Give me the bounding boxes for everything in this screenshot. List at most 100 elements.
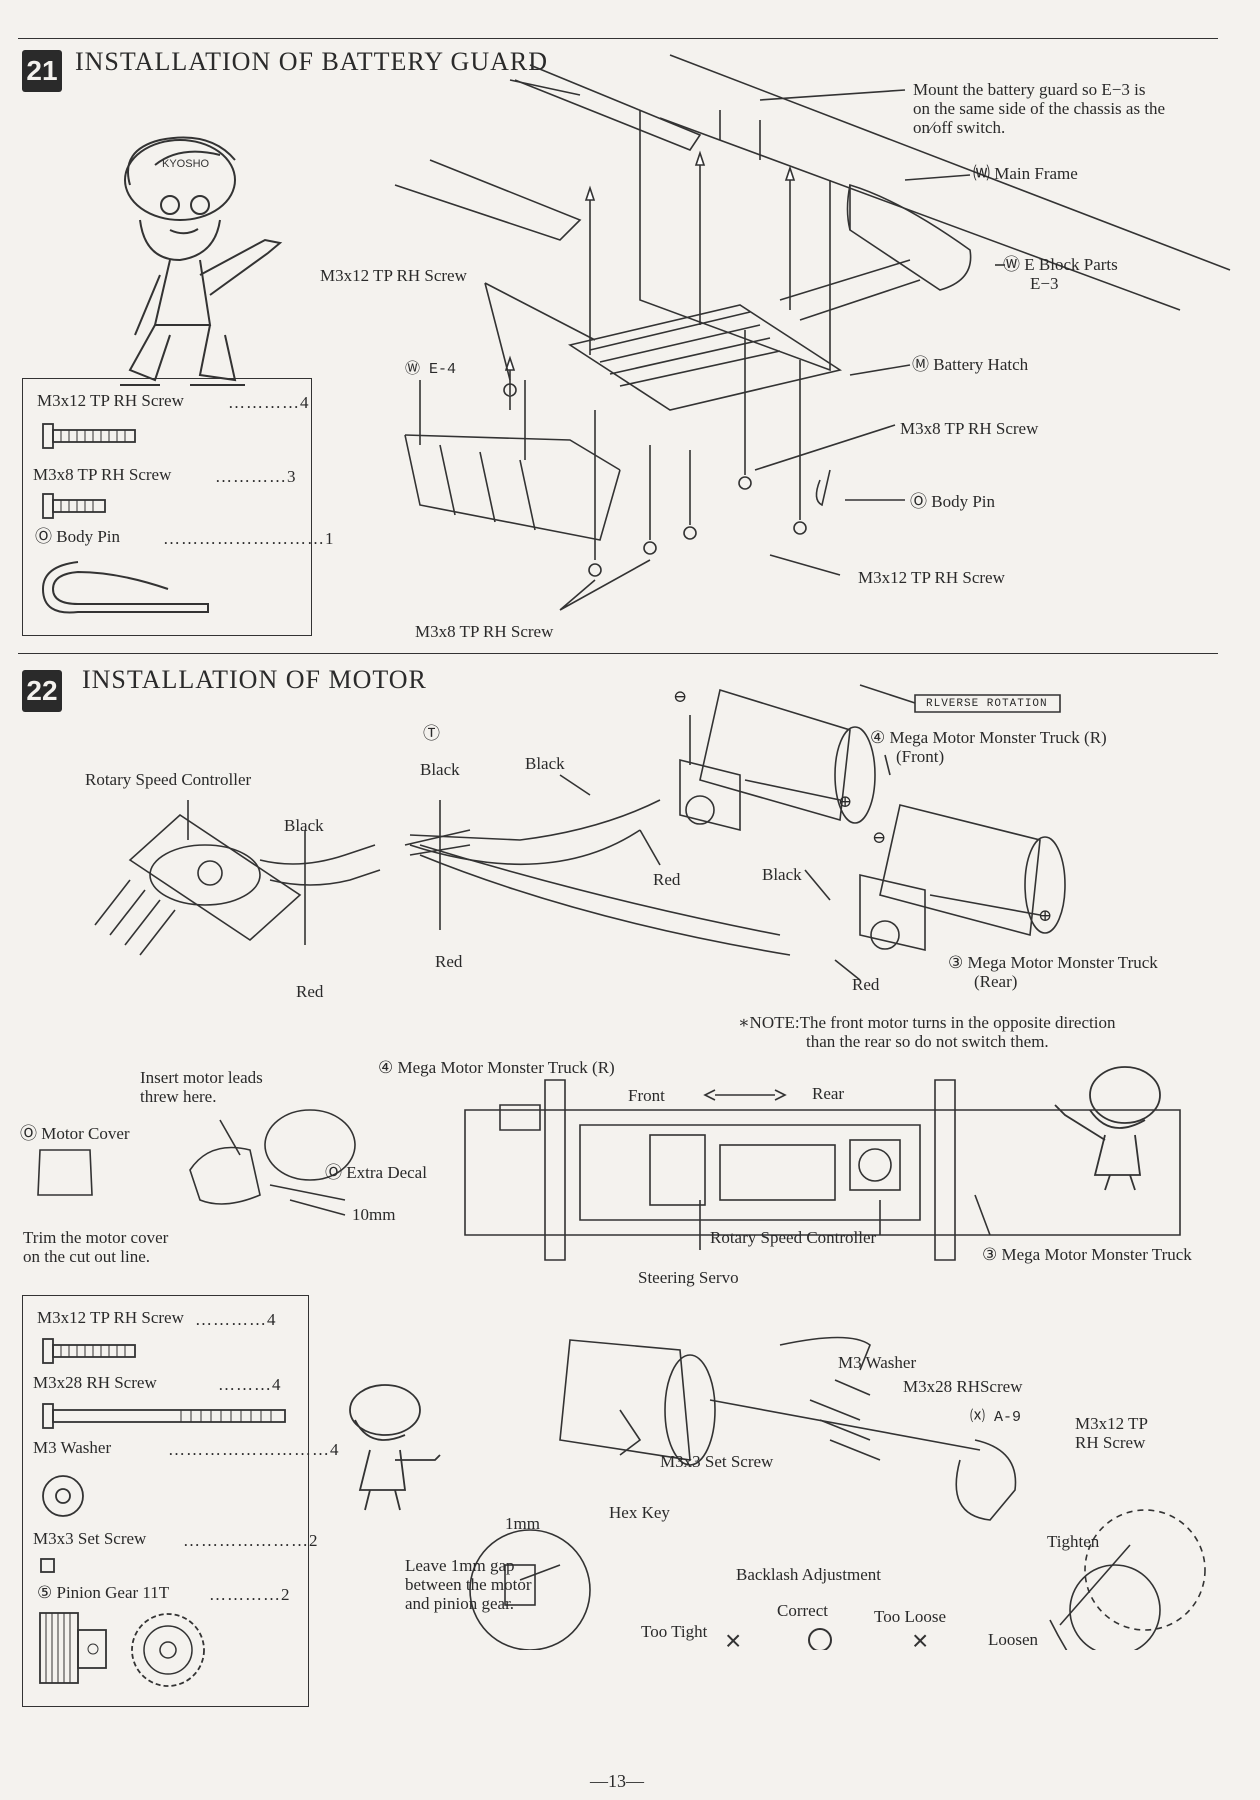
part-qty: …………4 bbox=[195, 1310, 277, 1329]
insert-leads-label: Insert motor leads threw here. bbox=[140, 1068, 263, 1106]
ten-mm-label: 10mm bbox=[352, 1205, 396, 1224]
battery-guard-assembly-diagram bbox=[394, 54, 1231, 611]
part-qty-value: 4 bbox=[272, 1375, 282, 1394]
mascot-small-illustration bbox=[349, 1384, 441, 1511]
leave-gap-line: and pinion gear. bbox=[405, 1594, 515, 1613]
part-name: M3 Washer bbox=[33, 1438, 112, 1457]
part-name: M3x12 TP RH Screw bbox=[37, 391, 184, 410]
leave-gap-line: between the motor bbox=[405, 1575, 532, 1594]
front-motor-line: (Front) bbox=[896, 747, 945, 766]
mount-note-line: on∕off switch. bbox=[913, 118, 1006, 137]
one-mm-label: 1mm bbox=[505, 1514, 540, 1533]
extra-decal-label: Ⓞ Extra Decal bbox=[325, 1163, 427, 1182]
part-qty-value: 1 bbox=[325, 529, 335, 548]
m3x12-screw-top-label: M3x12 TP RH Screw bbox=[320, 266, 467, 285]
e-block-line: E−3 bbox=[1030, 274, 1059, 293]
part-qty-value: 2 bbox=[281, 1585, 291, 1604]
plus-symbol-front: ⊕ bbox=[838, 792, 853, 811]
svg-text:KYOSHO: KYOSHO bbox=[162, 158, 210, 170]
e4-label: Ⓦ E-4 bbox=[405, 361, 457, 378]
m3-washer-label: M3 Washer bbox=[838, 1353, 917, 1372]
m3x12-tp-line: RH Screw bbox=[1075, 1433, 1146, 1452]
black-label-2: Black bbox=[525, 754, 565, 773]
m3x28-screw-label: M3x28 RHScrew bbox=[903, 1377, 1023, 1396]
rear-motor-line: ③ Mega Motor Monster Truck bbox=[948, 953, 1158, 972]
section-divider bbox=[18, 653, 1218, 654]
step-22-title: INSTALLATION OF MOTOR bbox=[82, 665, 427, 694]
svg-text:×: × bbox=[912, 1625, 928, 1650]
front-motor-label: ④ Mega Motor Monster Truck (R) (Front) bbox=[870, 728, 1107, 766]
m3x8-screw-icon bbox=[42, 493, 106, 519]
set-screw-icon bbox=[40, 1558, 55, 1573]
part-qty-value: 4 bbox=[300, 393, 310, 412]
svg-text:×: × bbox=[725, 1625, 741, 1650]
step-21-title: INSTALLATION OF BATTERY GUARD bbox=[75, 47, 549, 76]
motor-direction-note: ∗NOTE:The front motor turns in the oppos… bbox=[738, 1013, 1115, 1051]
red-label-1: Red bbox=[653, 870, 681, 889]
tighten-label: Tighten bbox=[1047, 1532, 1100, 1551]
minus-symbol-rear: ⊖ bbox=[872, 828, 887, 847]
rotary-controller-bottom-label: Rotary Speed Controller bbox=[710, 1228, 877, 1247]
e-block-parts-label: Ⓦ E Block Parts E−3 bbox=[1003, 255, 1118, 293]
rear-motor-label: ③ Mega Motor Monster Truck (Rear) bbox=[948, 953, 1158, 991]
part-name: Ⓞ Body Pin bbox=[35, 527, 121, 546]
motor-cover-label: Ⓞ Motor Cover bbox=[20, 1124, 130, 1143]
red-label-4: Red bbox=[852, 975, 880, 994]
part-qty-value: 3 bbox=[287, 467, 297, 486]
part-qty: …………………2 bbox=[183, 1531, 319, 1550]
leave-gap-line: Leave 1mm gap bbox=[405, 1556, 515, 1575]
part-qty: …………3 bbox=[215, 467, 297, 486]
part-qty: …………4 bbox=[228, 393, 310, 412]
step-22-number: 22 bbox=[22, 670, 62, 712]
steering-servo-label: Steering Servo bbox=[638, 1268, 739, 1287]
black-label-1: Black bbox=[420, 760, 460, 779]
part-name: ⑤ Pinion Gear 11T bbox=[37, 1583, 170, 1602]
mascot-pointing-illustration: KYOSHO bbox=[120, 136, 283, 386]
main-frame-label: ⒲ Main Frame bbox=[973, 164, 1078, 183]
e-block-line: Ⓦ E Block Parts bbox=[1003, 255, 1118, 274]
part-name: M3x3 Set Screw bbox=[33, 1529, 147, 1548]
top-rule bbox=[18, 38, 1218, 39]
part-qty-value: 4 bbox=[267, 1310, 277, 1329]
battery-hatch-label: Ⓜ Battery Hatch bbox=[912, 355, 1029, 374]
part-qty: ………………………4 bbox=[168, 1440, 340, 1459]
front-motor-top-label: ④ Mega Motor Monster Truck (R) bbox=[378, 1058, 615, 1077]
black-label-3: Black bbox=[284, 816, 324, 835]
insert-leads-line: threw here. bbox=[140, 1087, 217, 1106]
part-name: M3x12 TP RH Screw bbox=[37, 1308, 184, 1327]
mascot-pointing-right-illustration bbox=[1054, 1066, 1161, 1191]
backlash-adjustment-label: Backlash Adjustment bbox=[736, 1565, 881, 1584]
part-name: M3x8 TP RH Screw bbox=[33, 465, 172, 484]
body-pin-label: Ⓞ Body Pin bbox=[910, 492, 996, 511]
mount-note-line: Mount the battery guard so E−3 is bbox=[913, 80, 1146, 99]
too-loose-label: Too Loose bbox=[874, 1607, 946, 1626]
plus-symbol-rear: ⊕ bbox=[1038, 906, 1053, 925]
part-name: M3x28 RH Screw bbox=[33, 1373, 157, 1392]
hex-key-label: Hex Key bbox=[609, 1503, 670, 1522]
a9-label: ⒳ A-9 bbox=[970, 1409, 1022, 1426]
step-21-parts-box: M3x12 TP RH Screw …………4 M3x8 TP RH Screw… bbox=[22, 378, 334, 636]
part-qty-value: 4 bbox=[330, 1440, 340, 1459]
body-pin-icon bbox=[41, 561, 209, 614]
mount-note-line: on the same side of the chassis as the bbox=[913, 99, 1166, 118]
m3x8-screw-right-label: M3x8 TP RH Screw bbox=[900, 419, 1039, 438]
reverse-rotation-label: RLVERSE ROTATION bbox=[926, 698, 1048, 710]
part-qty: …………2 bbox=[209, 1585, 291, 1604]
part-qty: ………………………1 bbox=[163, 529, 335, 548]
front-motor-line: ④ Mega Motor Monster Truck (R) bbox=[870, 728, 1107, 747]
m3x12-screw-icon bbox=[42, 1338, 136, 1364]
m3x28-screw-icon bbox=[42, 1403, 286, 1429]
trim-cover-label: Trim the motor cover on the cut out line… bbox=[23, 1228, 168, 1266]
trim-line: on the cut out line. bbox=[23, 1247, 151, 1266]
m3x12-tp-label: M3x12 TP RH Screw bbox=[1075, 1414, 1148, 1452]
leave-gap-label: Leave 1mm gap between the motor and pini… bbox=[405, 1556, 532, 1613]
m3x12-screw-bottom-label: M3x12 TP RH Screw bbox=[858, 568, 1005, 587]
correct-label: Correct bbox=[777, 1601, 828, 1620]
insert-leads-line: Insert motor leads bbox=[140, 1068, 263, 1087]
m3x12-tp-line: M3x12 TP bbox=[1075, 1414, 1148, 1433]
red-label-2: Red bbox=[435, 952, 463, 971]
rear-label: Rear bbox=[812, 1084, 845, 1103]
m3x12-screw-icon bbox=[42, 423, 136, 449]
note-line: than the rear so do not switch them. bbox=[806, 1032, 1049, 1051]
trim-line: Trim the motor cover bbox=[23, 1228, 169, 1247]
